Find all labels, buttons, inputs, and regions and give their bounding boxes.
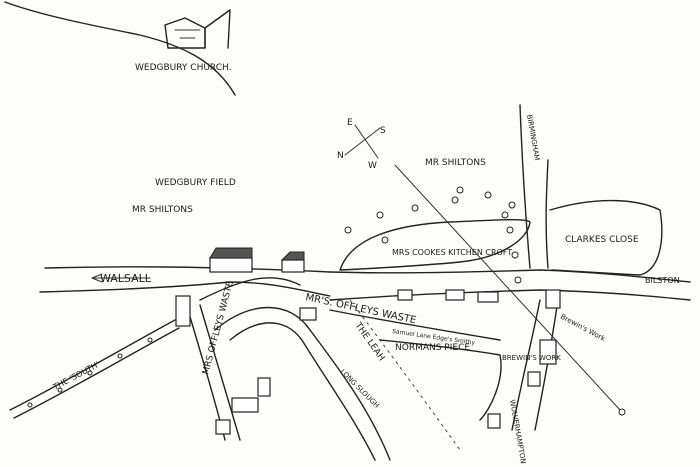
line-end-marker <box>618 408 626 416</box>
compass <box>344 124 381 159</box>
compass-w: W <box>368 161 377 171</box>
label-clarkes-close: CLARKES CLOSE <box>565 235 639 245</box>
label-field: WEDGBURY FIELD <box>155 178 236 188</box>
label-long-slough: LONG SLOUGH <box>339 368 381 410</box>
compass-n: N <box>337 151 344 161</box>
kitchen-croft-boundary <box>339 218 531 271</box>
label-the-leah: THE LEAH <box>352 320 386 363</box>
church-hill <box>4 1 236 96</box>
label-cookes-croft: MRS COOKES KITCHEN CROFT <box>392 248 512 257</box>
label-shiltons-top: MR SHILTONS <box>425 158 486 168</box>
field-trees <box>344 186 522 284</box>
compass-e: E <box>347 118 353 128</box>
label-bilston: BILSTON <box>645 276 680 285</box>
normans-boundary <box>379 339 502 421</box>
label-brewins-work-2: BREWIN'S WORK <box>502 354 561 362</box>
label-normans-piece: NORMANS PIECE <box>395 343 470 353</box>
label-shiltons-left: MR SHILTONS <box>132 205 193 215</box>
walsall-road <box>39 266 691 301</box>
label-brewins-work-1: Brewin's Work <box>559 313 607 344</box>
the-south-line <box>9 319 180 419</box>
houses <box>175 247 561 435</box>
label-wolverhampton: WOLVERHAMPTON <box>508 399 527 464</box>
label-church: WEDGBURY CHURCH. <box>135 63 232 73</box>
map-labels: WEDGBURY CHURCH. WEDGBURY FIELD MR SHILT… <box>51 63 680 464</box>
the-leah-path <box>349 299 461 451</box>
clarkes-close-boundary <box>549 199 663 276</box>
label-birmingham: BIRMINGHAM <box>525 114 541 161</box>
compass-s: S <box>380 126 386 136</box>
normans-boundary-top <box>329 309 501 341</box>
label-walsall: WALSALL <box>100 272 152 285</box>
diagonal-line <box>394 164 621 411</box>
